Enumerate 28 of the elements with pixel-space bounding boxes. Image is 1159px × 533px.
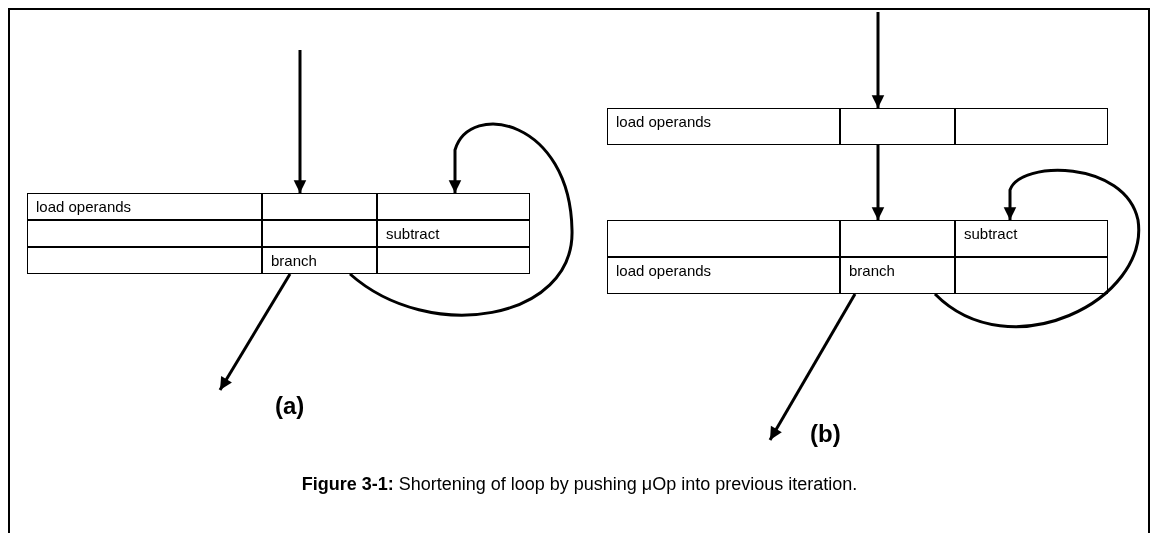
empty-cell: [607, 220, 840, 257]
arrow: [218, 273, 292, 391]
arrow: [293, 50, 307, 193]
arrow: [934, 168, 1140, 328]
table-cell: subtract: [955, 220, 1108, 257]
arrow: [349, 122, 574, 317]
empty-cell: [27, 220, 262, 247]
table-cell: load operands: [27, 193, 262, 220]
table-cell: subtract: [377, 220, 530, 247]
empty-cell: [955, 108, 1108, 145]
arrow: [768, 293, 857, 441]
empty-cell: [840, 220, 955, 257]
empty-cell: [27, 247, 262, 274]
empty-cell: [262, 193, 377, 220]
empty-cell: [840, 108, 955, 145]
figure-caption: Figure 3-1: Shortening of loop by pushing μOp into previous iteration.: [301, 474, 858, 494]
table-cell: load operands: [607, 108, 840, 145]
empty-cell: [955, 257, 1108, 294]
empty-cell: [262, 220, 377, 247]
empty-cell: [377, 247, 530, 274]
empty-cell: [377, 193, 530, 220]
arrow: [871, 12, 885, 108]
arrow: [871, 145, 885, 220]
panel-label: (b): [810, 420, 841, 448]
table-cell: branch: [840, 257, 955, 294]
table-cell: branch: [262, 247, 377, 274]
table-cell: load operands: [607, 257, 840, 294]
panel-label: (a): [275, 392, 305, 420]
